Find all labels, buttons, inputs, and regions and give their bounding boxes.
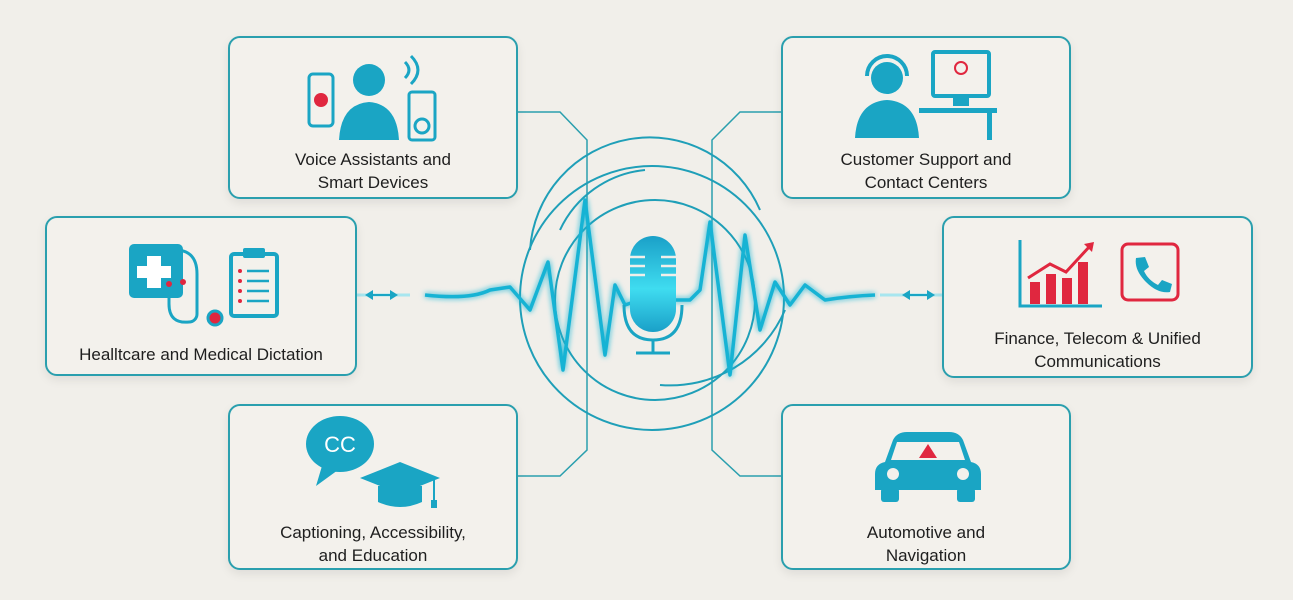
double-arrow-icons [365, 290, 935, 300]
call-center-agent-icon [855, 50, 997, 140]
microphone-icon [622, 236, 684, 355]
car-icon [875, 432, 981, 502]
card-label: Captioning, Accessibility,and Education [280, 523, 466, 565]
svg-text:CC: CC [324, 432, 356, 457]
card-captioning: CC Captioning, Accessibility,and Educati… [228, 404, 518, 570]
finance-telecom-icon [1018, 240, 1180, 308]
card-healthcare: Healltcare and Medical Dictation [45, 216, 357, 376]
captioning-education-icon: CC [306, 416, 440, 508]
voice-assistant-icon [307, 54, 437, 142]
card-label: Healltcare and Medical Dictation [79, 345, 323, 364]
medical-icon [129, 244, 279, 327]
